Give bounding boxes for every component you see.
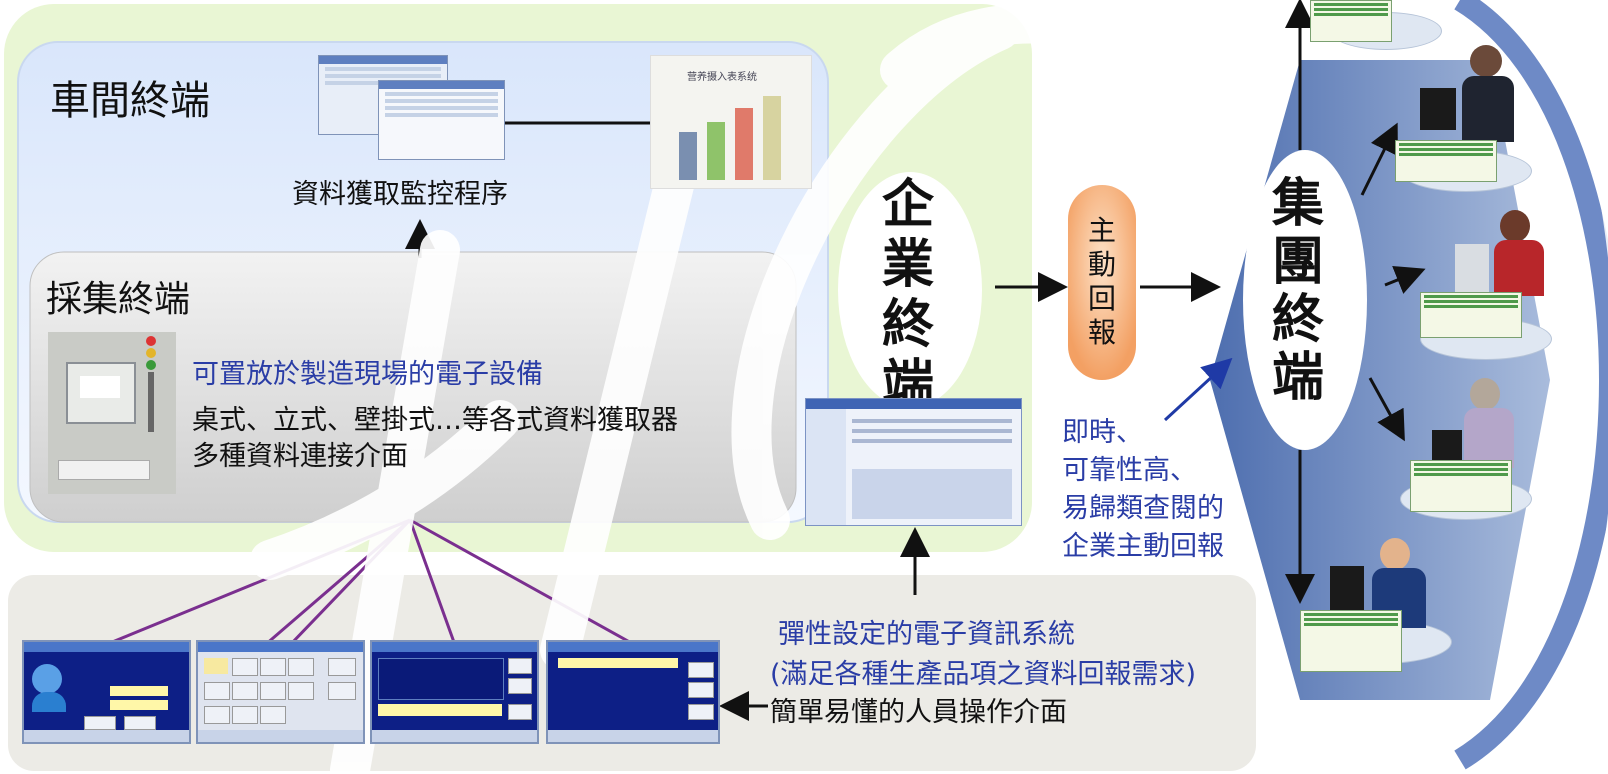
chart-thumbnail: 营养摄入表系统 bbox=[650, 55, 812, 189]
data-acquisition-monitor-label: 資料獲取監控程序 bbox=[292, 179, 508, 210]
chart-bar-1 bbox=[679, 132, 697, 180]
watermark bbox=[250, 3, 1159, 774]
group-terminal-label: 集團終端 bbox=[1272, 174, 1325, 408]
right-fade bbox=[1540, 0, 1608, 774]
info-system-line-1: 彈性設定的電子資訊系統 bbox=[778, 619, 1075, 650]
monitor-program-screenshot-front bbox=[378, 80, 505, 160]
right-ring bbox=[1454, 0, 1608, 770]
info-system-line-3: 簡單易懂的人員操作介面 bbox=[770, 697, 1067, 728]
collection-terminal-title: 採集終端 bbox=[46, 279, 191, 320]
report-feature-line-3: 易歸類查閱的 bbox=[1062, 493, 1224, 524]
report-feature-line-4: 企業主動回報 bbox=[1062, 531, 1224, 562]
operator-panel-login bbox=[22, 640, 191, 744]
group-ellipse bbox=[1243, 150, 1367, 450]
user-avatar-icon bbox=[32, 664, 62, 694]
active-report-label: 主動回報 bbox=[1088, 214, 1117, 349]
active-report-pill bbox=[1068, 185, 1136, 380]
operator-panel-buttons bbox=[196, 640, 365, 744]
collection-line-1: 可置放於製造現場的電子設備 bbox=[192, 359, 543, 390]
operator-panel-input bbox=[370, 640, 539, 744]
enterprise-terminal-label: 企業終端 bbox=[882, 175, 935, 415]
chart-bar-3 bbox=[735, 108, 753, 180]
report-feature-line-2: 可靠性高、 bbox=[1062, 455, 1197, 486]
enterprise-ellipse bbox=[838, 172, 982, 408]
chart-thumbnail-title: 营养摄入表系统 bbox=[687, 72, 757, 83]
workshop-terminal-title: 車間終端 bbox=[50, 78, 210, 124]
info-system-line-2: (滿足各種生產品項之資料回報需求) bbox=[770, 659, 1197, 690]
enterprise-system-screenshot bbox=[805, 398, 1022, 526]
data-collector-device-photo bbox=[48, 332, 176, 494]
chart-bar-4 bbox=[763, 96, 781, 180]
operator-panel-display bbox=[546, 640, 720, 744]
collection-line-3: 多種資料連接介面 bbox=[192, 441, 408, 472]
collection-line-2: 桌式、立式、壁掛式…等各式資料獲取器 bbox=[192, 405, 678, 436]
chart-bar-2 bbox=[707, 122, 725, 180]
report-feature-line-1: 即時、 bbox=[1062, 417, 1143, 448]
